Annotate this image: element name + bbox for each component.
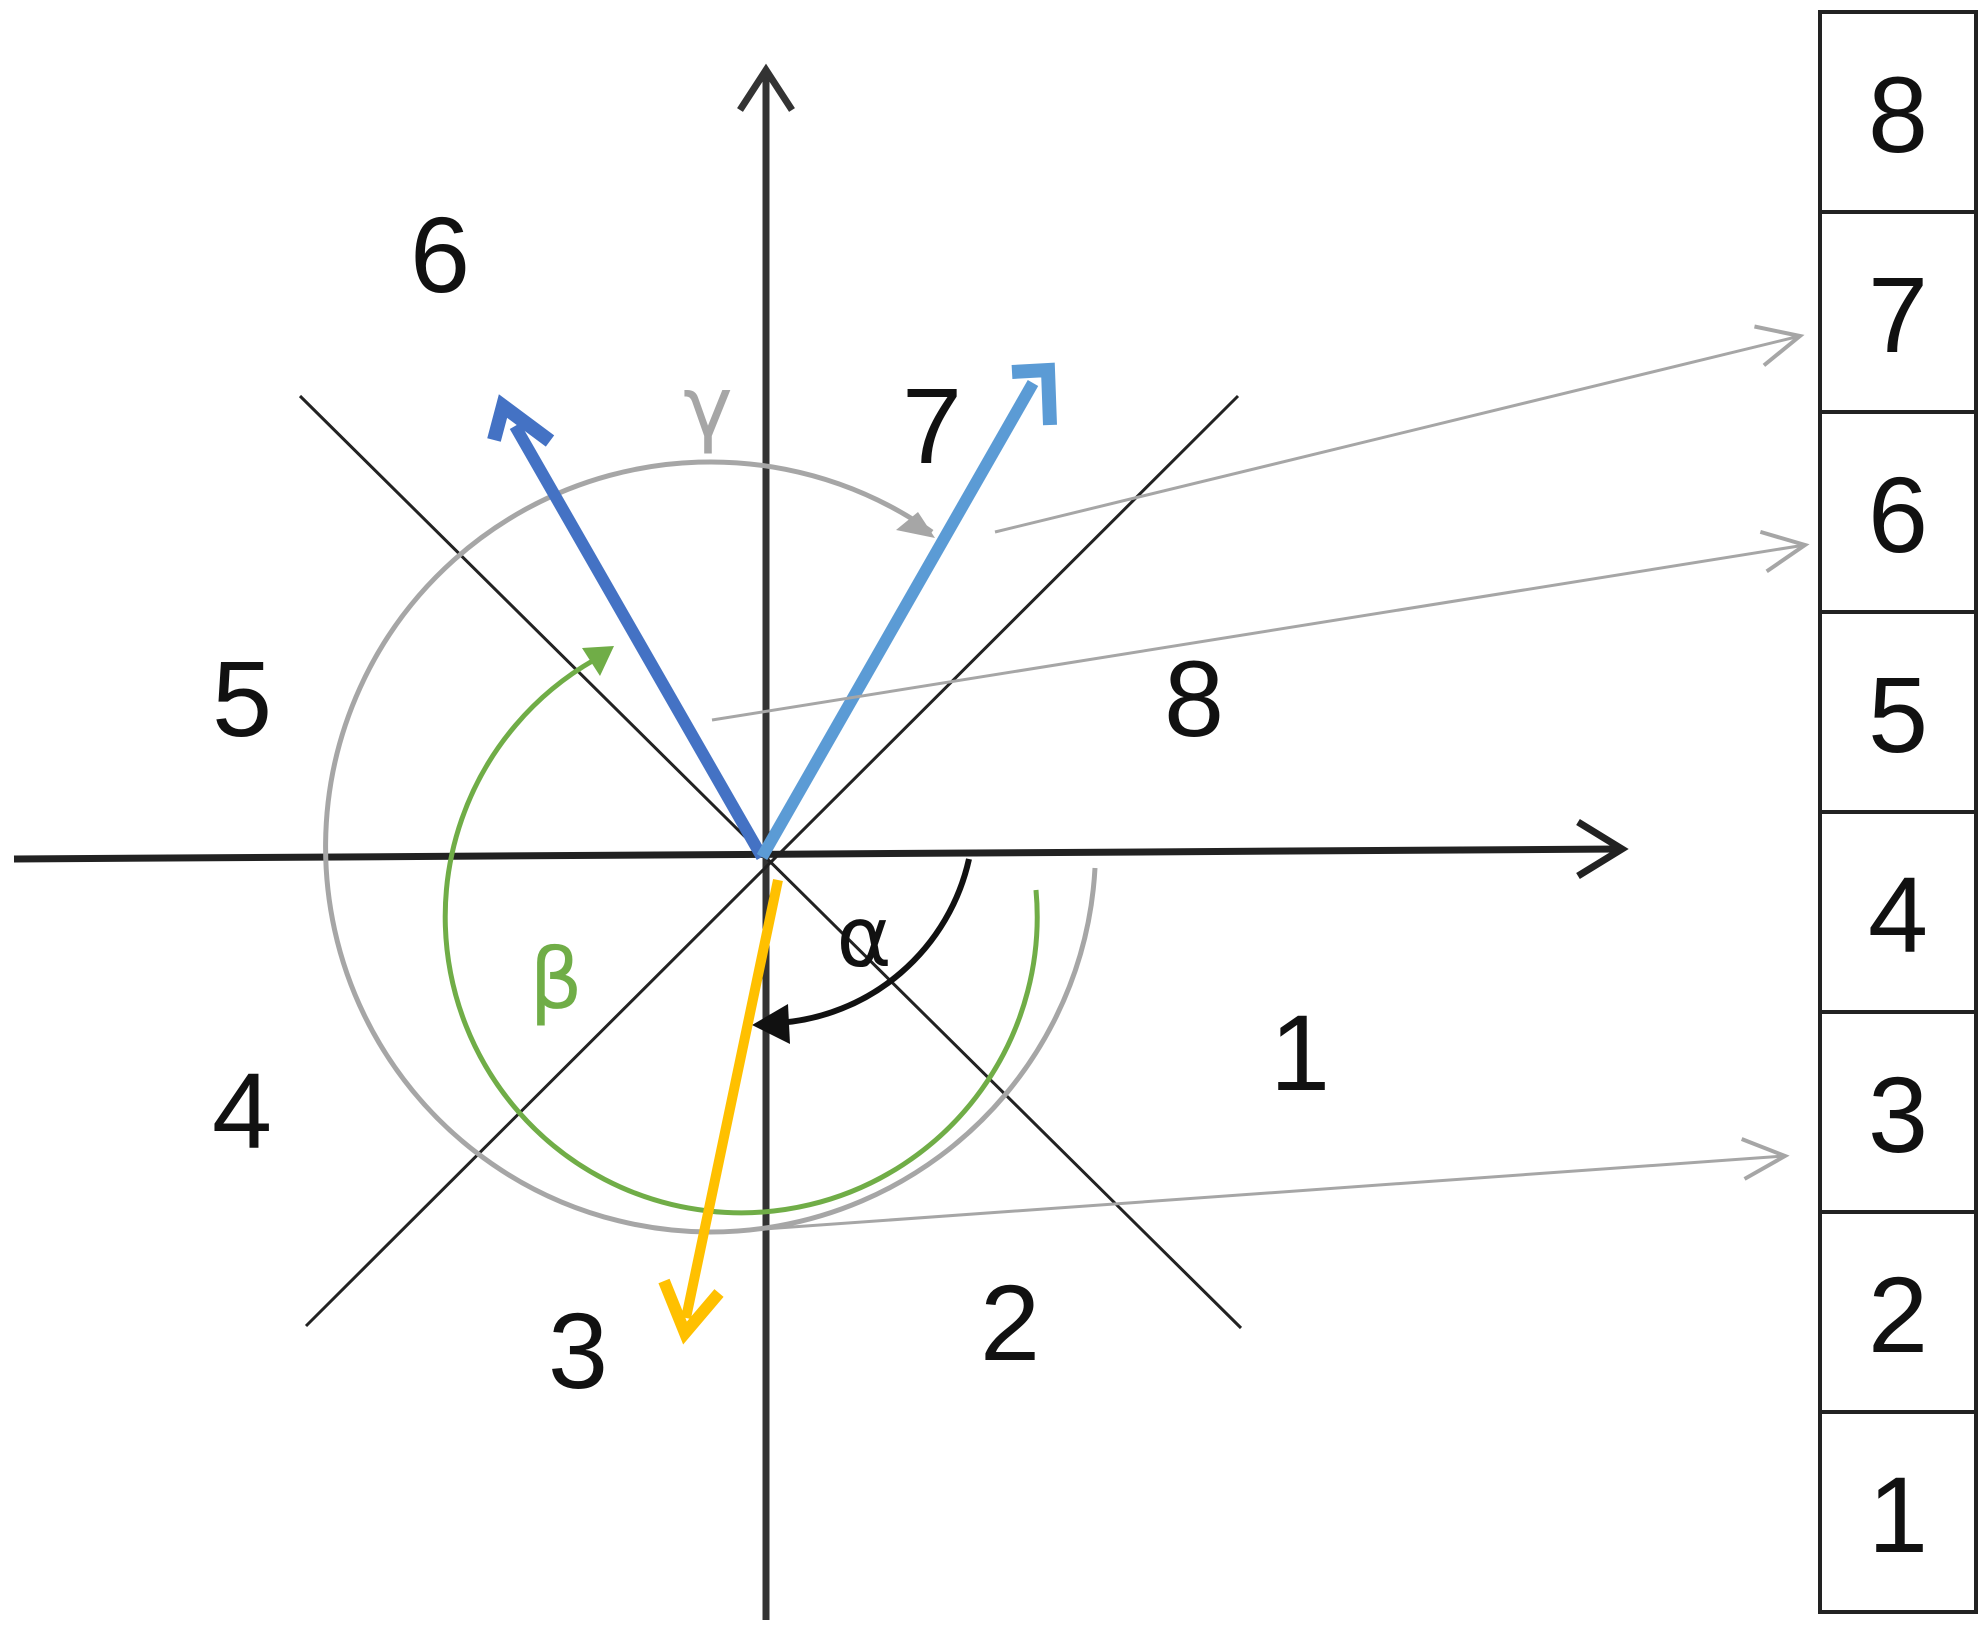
bin-label: 3 — [1868, 1054, 1928, 1175]
sector-label-2: 2 — [980, 1262, 1040, 1383]
bin-cell — [1818, 610, 1978, 814]
bin-label: 7 — [1868, 254, 1928, 375]
alpha-label: α — [836, 888, 891, 986]
dark-blue-vector-arrowhead — [487, 394, 555, 447]
connector-to-bin-6 — [711, 529, 1810, 722]
sector-labels: 6 7 5 8 4 1 3 2 — [212, 194, 1330, 1411]
light-blue-vector-arrowhead — [1011, 362, 1057, 426]
sector-label-8: 8 — [1164, 638, 1224, 759]
bin-label: 2 — [1868, 1254, 1928, 1375]
axes — [13, 63, 1629, 1620]
angle-labels: γ β α — [529, 358, 891, 1028]
bin-cell — [1818, 1410, 1978, 1614]
bin-label: 8 — [1868, 54, 1928, 175]
alpha-arc-group — [752, 858, 972, 1044]
gamma-label: γ — [683, 358, 733, 456]
bin-cell — [1818, 1010, 1978, 1214]
x-axis-arrowhead — [1576, 819, 1629, 879]
sector-label-4: 4 — [212, 1050, 272, 1171]
bin-label: 6 — [1868, 454, 1928, 575]
gamma-arrowhead — [896, 512, 935, 538]
bin-cell — [1818, 810, 1978, 1014]
alpha-arrowhead — [752, 1004, 790, 1044]
connector-to-bin-3 — [721, 1137, 1790, 1234]
beta-arc-group — [442, 646, 1040, 1216]
light-blue-vector — [756, 380, 1039, 860]
connector-to-bin-7 — [994, 324, 1805, 534]
sector-label-3: 3 — [548, 1290, 608, 1411]
dark-blue-vector — [509, 423, 768, 860]
beta-arc — [442, 657, 1040, 1216]
gamma-arc-group — [323, 459, 1098, 1235]
orange-vector — [681, 878, 783, 1320]
bin-cell — [1818, 410, 1978, 614]
beta-label: β — [529, 930, 583, 1028]
y-axis-arrowhead — [737, 63, 795, 112]
alpha-arc — [777, 858, 972, 1026]
histogram-bins: 8 7 6 5 4 3 2 1 — [1818, 10, 1978, 1614]
connectors — [711, 324, 1810, 1234]
vectors — [487, 362, 1057, 1345]
sector-boundaries — [298, 394, 1243, 1330]
x-axis — [13, 845, 1621, 863]
orange-vector-arrowhead — [658, 1278, 724, 1345]
sector-label-7: 7 — [902, 365, 962, 486]
bin-label: 5 — [1868, 654, 1928, 775]
sector-label-5: 5 — [212, 638, 272, 759]
bin-cell — [1818, 210, 1978, 414]
sector-label-6: 6 — [410, 194, 470, 315]
beta-arrowhead — [582, 646, 614, 676]
bin-label: 1 — [1868, 1454, 1928, 1575]
bin-label: 4 — [1868, 854, 1928, 975]
gamma-arc — [323, 459, 1098, 1235]
sector-label-1: 1 — [1270, 992, 1330, 1113]
bin-cell — [1818, 10, 1978, 214]
diagonal-ne-sw — [304, 394, 1240, 1328]
